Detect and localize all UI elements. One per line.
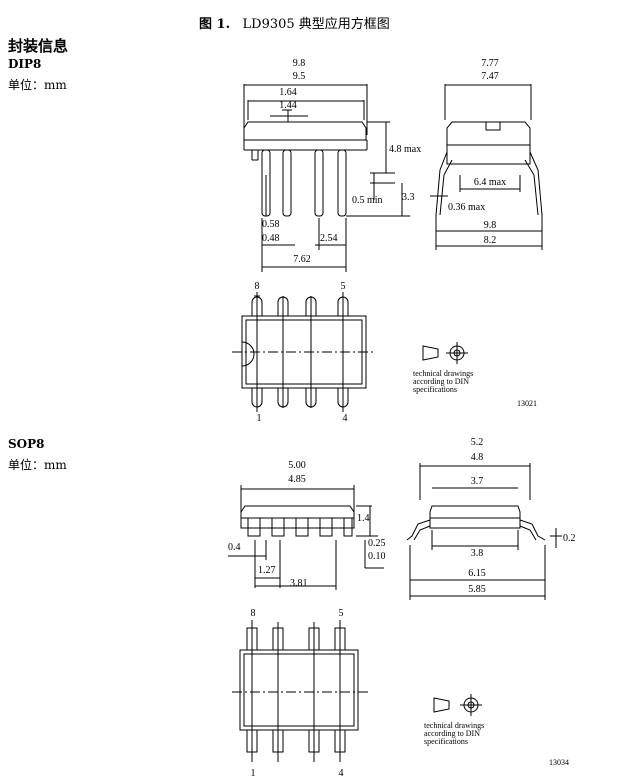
sop8-k: 0.2 (563, 533, 576, 544)
dip8-title: DIP8 (8, 57, 42, 71)
dip8-h2: 3.3 (402, 192, 415, 203)
dip8-h-max: 4.8 max (389, 144, 421, 155)
sop8-note-1: technical drawings (424, 721, 484, 730)
dip8-p2: 1.44 (279, 100, 297, 111)
sop8-t1: 0.25 (368, 538, 386, 549)
dip8-pin8: 8 (255, 281, 260, 292)
sop8-end-view (406, 463, 562, 600)
sop8-e2: 5.85 (468, 584, 486, 595)
dip8-lw1: 0.58 (262, 219, 280, 230)
figure-caption: 图 1. LD9305 典型应用方框图 (199, 13, 390, 32)
sop8-unit: 单位：mm (8, 458, 67, 472)
dip8-pin1: 1 (257, 413, 262, 424)
sop8-pin8: 8 (251, 608, 256, 619)
sop8-pin5: 5 (339, 608, 344, 619)
sop8-len2: 4.85 (288, 474, 306, 485)
sop8-top-leads (246, 627, 346, 753)
dip8-pin5: 5 (341, 281, 346, 292)
sop8-side-view (228, 485, 384, 590)
dip8-sp-max: 9.8 (484, 220, 497, 231)
dip8-end-view (430, 84, 543, 250)
sop8-span: 3.81 (290, 578, 308, 589)
sop8-w2: 4.8 (471, 452, 484, 463)
sop8-e1: 6.15 (468, 568, 486, 579)
sop8-w1: 5.2 (471, 437, 484, 448)
dip8-lw2: 0.48 (262, 233, 280, 244)
dip8-projection-symbol (422, 342, 468, 364)
dip8-len-min: 9.5 (293, 71, 306, 82)
dip8-note-2: according to DIN (413, 377, 469, 386)
figure-label: 图 1. (199, 17, 231, 32)
dip8-sp-min: 8.2 (484, 235, 497, 246)
dip8-w-min: 7.47 (481, 71, 499, 82)
sop8-b1: 3.7 (471, 476, 484, 487)
dip8-w-max: 7.77 (481, 58, 499, 69)
section-title: 封装信息 (8, 37, 69, 55)
sop8-note-2: according to DIN (424, 729, 480, 738)
sop8-code: 13034 (549, 758, 569, 767)
sop8-b2: 3.8 (471, 548, 484, 559)
sop8-top-view (232, 620, 368, 762)
sop8-w: 0.4 (228, 542, 241, 553)
sop8-pin4: 4 (339, 768, 344, 779)
figure-title: LD9305 典型应用方框图 (242, 17, 390, 32)
dip8-t: 0.36 max (448, 202, 485, 213)
sop8-pin1: 1 (251, 768, 256, 779)
sop8-title: SOP8 (8, 437, 45, 451)
dip8-unit: 单位：mm (8, 78, 67, 92)
dip8-p1: 1.64 (279, 87, 297, 98)
sop8-t2: 0.10 (368, 551, 386, 562)
sop8-h: 1.4 (357, 513, 370, 524)
sop8-pitch: 1.27 (258, 565, 276, 576)
dip8-len-max: 9.8 (293, 58, 306, 69)
dip8-span: 7.62 (293, 254, 311, 265)
dip8-body: 6.4 max (474, 177, 506, 188)
dip8-lead-min: 0.5 min (352, 195, 383, 206)
dip8-side-view (243, 84, 410, 272)
dip8-code: 13021 (517, 399, 537, 408)
dip8-pitch: 2.54 (320, 233, 338, 244)
dip8-pin4: 4 (343, 413, 348, 424)
dip8-note-1: technical drawings (413, 369, 473, 378)
sop8-projection-symbol (433, 694, 482, 716)
sop8-len: 5.00 (288, 460, 306, 471)
sop8-note-3: specifications (424, 737, 468, 746)
dip8-note-3: specifications (413, 385, 457, 394)
dip8-top-view (232, 292, 376, 412)
